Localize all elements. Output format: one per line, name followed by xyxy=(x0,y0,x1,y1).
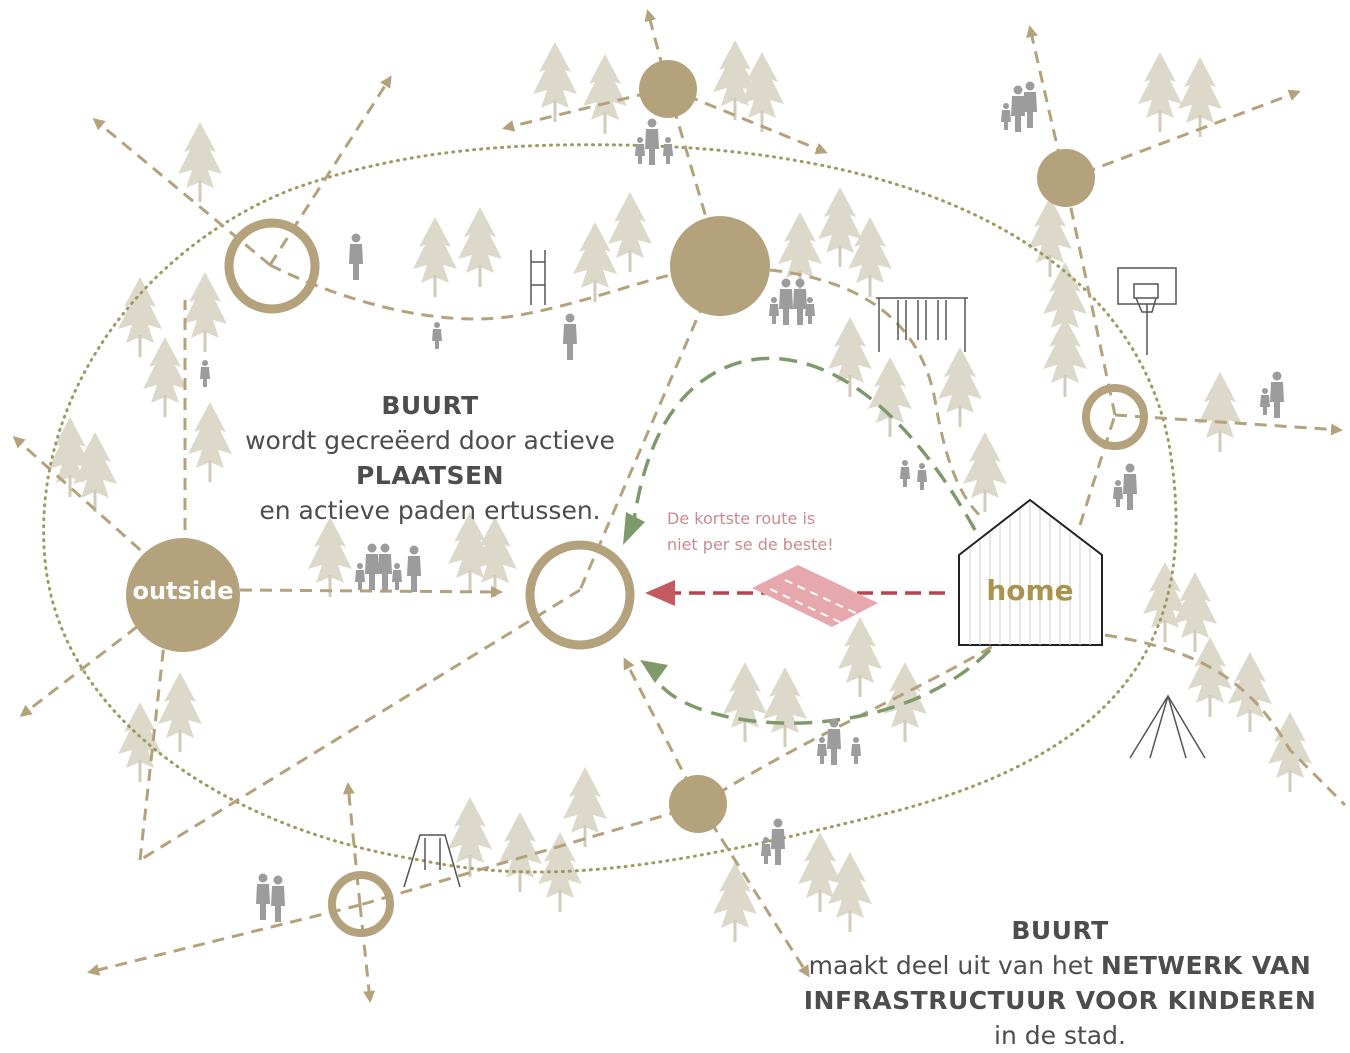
node-top-right xyxy=(1037,149,1095,207)
ring-right xyxy=(1082,384,1148,450)
places xyxy=(126,60,1148,937)
text-block-neighbourhood-places: BUURT wordt gecreëerd door actieve PLAAT… xyxy=(230,388,630,528)
home-house xyxy=(958,498,1103,646)
ring-bottom-left xyxy=(328,871,394,937)
route-note: De kortste route is niet per se de beste… xyxy=(667,506,867,558)
play-equipment xyxy=(403,250,1206,888)
node-top-large xyxy=(670,216,770,316)
green-arrow-top xyxy=(623,512,645,545)
ring-top-left xyxy=(224,218,320,314)
carousel xyxy=(1129,694,1206,759)
swing-set xyxy=(876,297,968,352)
basketball-hoop xyxy=(1117,267,1177,355)
road-icon xyxy=(752,565,878,627)
green-routes xyxy=(630,356,992,725)
text2-line3: INFRASTRUCTUUR VOOR KINDEREN xyxy=(803,986,1317,1015)
text2-line4: in de stad. xyxy=(994,1021,1126,1050)
node-top xyxy=(639,60,697,118)
node-outside xyxy=(126,538,240,652)
red-arrow xyxy=(645,580,675,606)
text2-line1: BUURT xyxy=(1011,916,1109,945)
climbing-frame xyxy=(530,250,546,305)
text1-line4: en actieve paden ertussen. xyxy=(259,496,601,525)
route-note-line2: niet per se de beste! xyxy=(667,535,834,554)
text1-line1: BUURT xyxy=(381,391,479,420)
text1-line3: PLAATSEN xyxy=(355,461,505,490)
text2-line2-pre: maakt deel uit van het xyxy=(808,951,1093,980)
text-block-network: BUURT maakt deel uit van het NETWERK VAN… xyxy=(800,913,1320,1053)
green-arrow-bottom xyxy=(640,660,668,683)
swing-small xyxy=(403,834,461,888)
ring-center xyxy=(525,540,635,650)
outside-label: outside xyxy=(132,577,234,605)
node-bottom xyxy=(669,775,727,833)
home-label: home xyxy=(986,574,1074,607)
text2-line2-bold: NETWERK VAN xyxy=(1100,951,1312,980)
route-note-line1: De kortste route is xyxy=(667,509,816,528)
text1-line2: wordt gecreëerd door actieve xyxy=(245,426,615,455)
